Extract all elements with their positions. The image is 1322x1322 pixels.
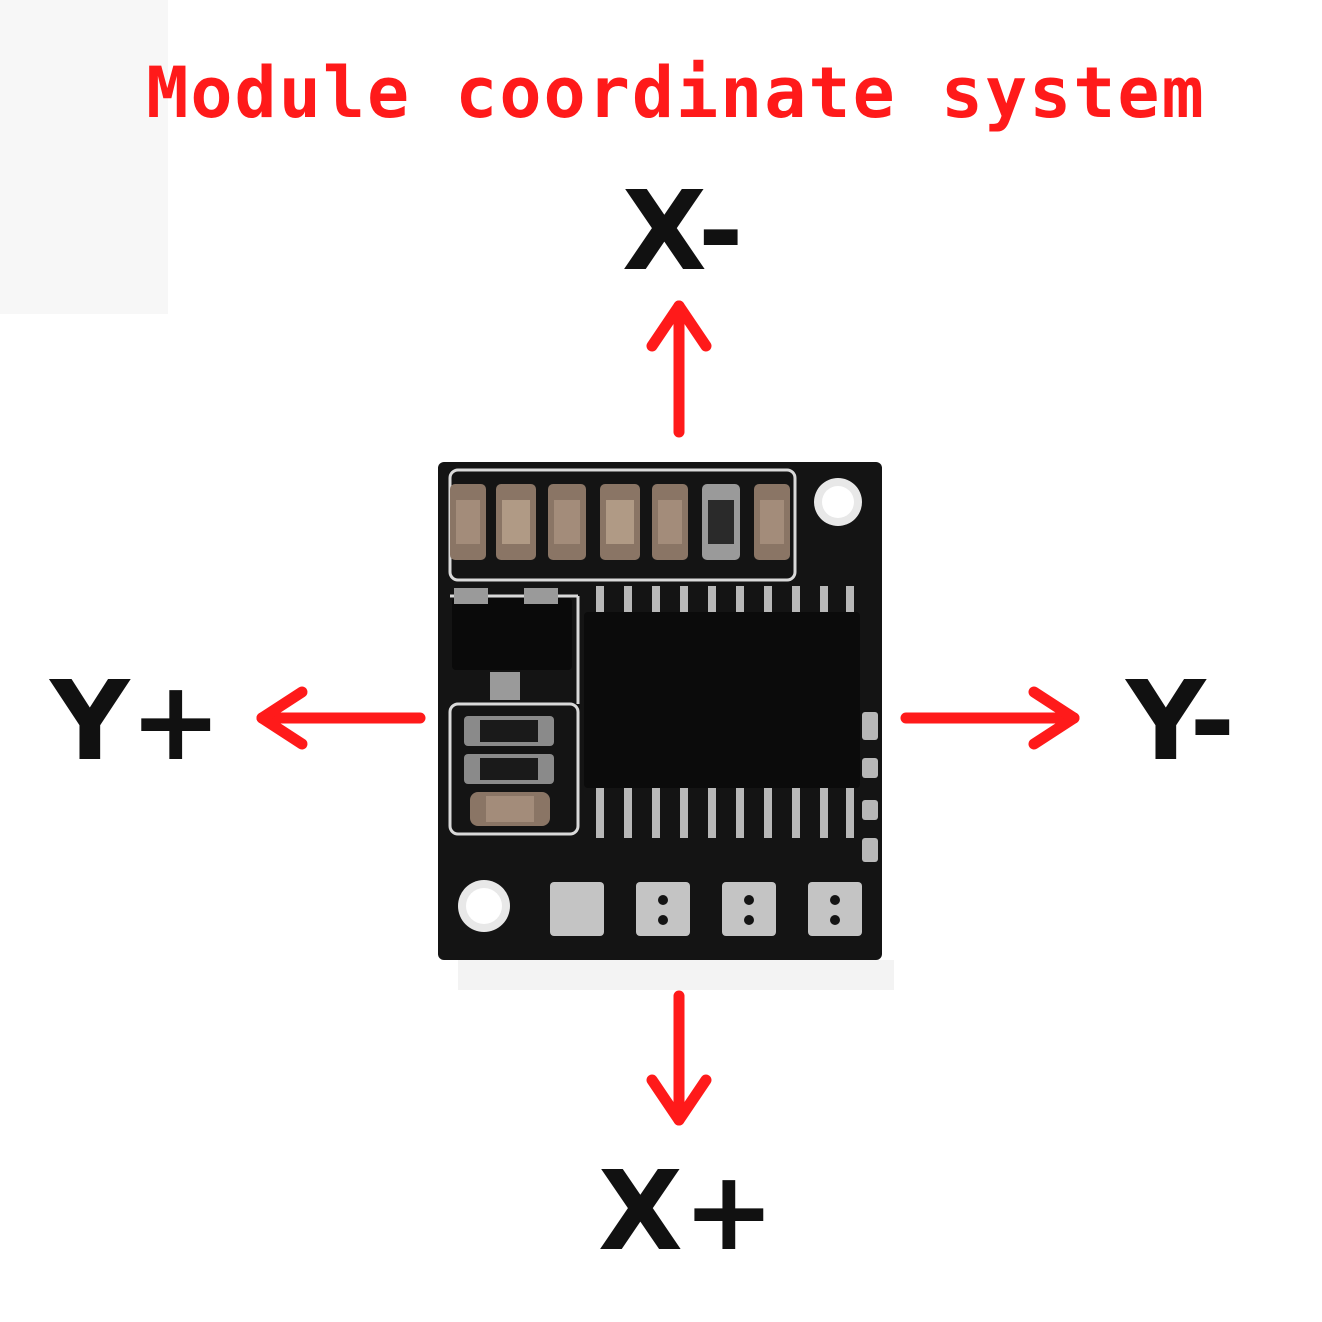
axis-label-x-plus: X+ <box>598 1147 775 1275</box>
page-title: Module coordinate system <box>146 52 1206 134</box>
arrow-up-icon <box>646 300 712 438</box>
axis-label-x-minus: X- <box>622 167 744 295</box>
arrow-right-icon <box>900 686 1080 750</box>
arrow-down-icon <box>646 990 712 1126</box>
arrow-left-icon <box>256 686 426 750</box>
pcb-module-image <box>438 462 894 990</box>
axis-label-y-minus: Y- <box>1126 657 1236 785</box>
axis-label-y-plus: Y+ <box>50 657 222 785</box>
background-patch <box>0 0 168 314</box>
